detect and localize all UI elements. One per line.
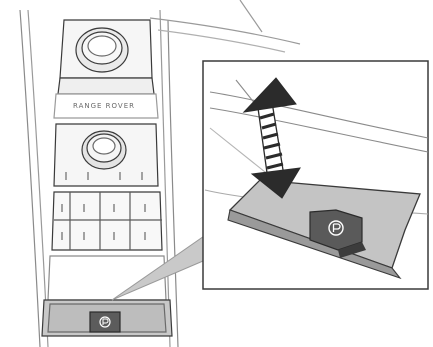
brand-wordmark: RANGE ROVER: [73, 102, 135, 110]
parking-brake-switch: [90, 312, 120, 332]
switch-bank: [52, 192, 162, 250]
magnified-inset: [203, 61, 428, 289]
